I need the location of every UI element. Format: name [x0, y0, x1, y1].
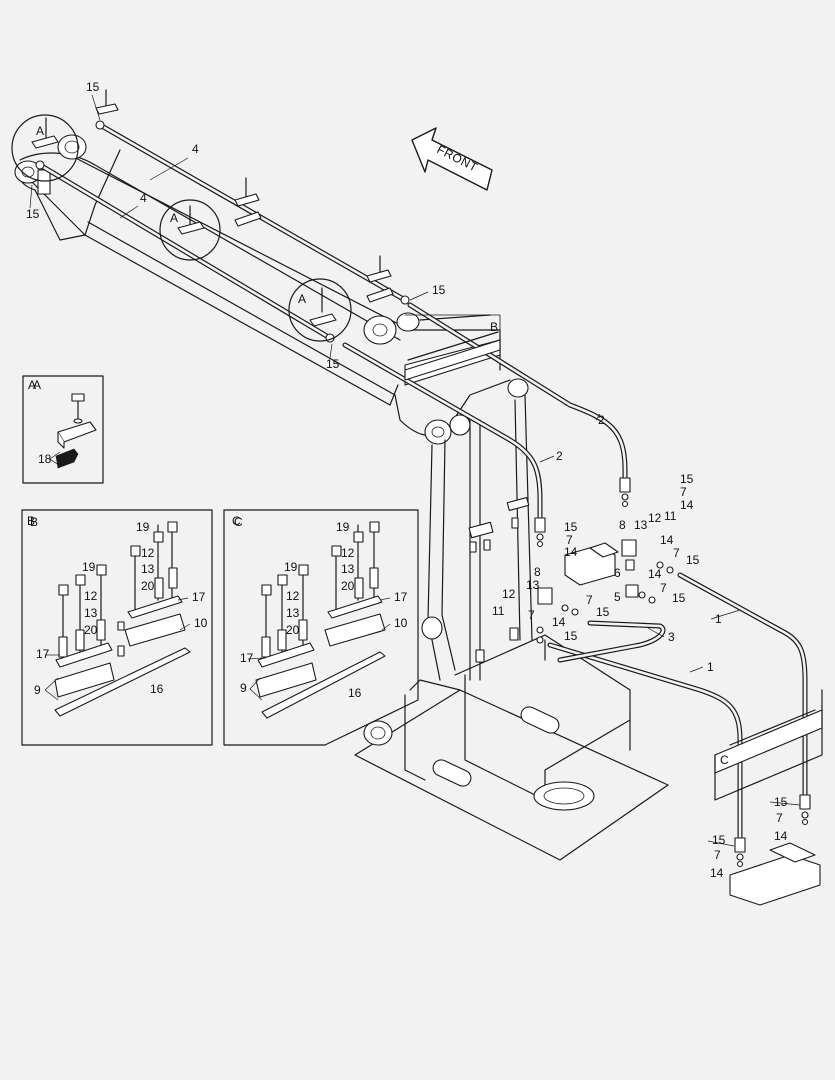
callout-label: 13 [84, 606, 98, 620]
callout-label: 12 [341, 546, 355, 560]
callout-label: 15 [86, 80, 100, 94]
callout-label: 11 [664, 509, 677, 523]
callout-label: 4 [140, 191, 147, 205]
callout-label: B [30, 515, 38, 529]
callout-label: 12 [648, 511, 662, 525]
hydraulic-lines [37, 122, 808, 841]
callout-label: 3 [668, 630, 675, 644]
callout-label: 19 [82, 560, 96, 574]
callout-label: 7 [528, 608, 535, 622]
callout-label: 14 [710, 866, 724, 880]
callout-label: 19 [284, 560, 298, 574]
clamp-plates [404, 314, 823, 801]
callout-label: A [298, 292, 306, 306]
callout-label: 7 [714, 848, 721, 862]
callout-label: 9 [34, 683, 41, 697]
callout-label: 13 [634, 518, 648, 532]
detail-box-a: A [22, 375, 104, 484]
callout-label: 20 [341, 579, 355, 593]
callout-label: C [234, 515, 243, 529]
detail-box-a-label: A [28, 378, 36, 392]
fittings [35, 120, 811, 868]
callout-label: 12 [502, 587, 516, 601]
callout-label: 15 [326, 357, 340, 371]
callout-label: 15 [672, 591, 686, 605]
callout-label: 14 [648, 567, 662, 581]
callout-label: 13 [526, 578, 540, 592]
callout-label: 6 [614, 566, 621, 580]
callout-label: 10 [194, 616, 208, 630]
callout-label: 15 [26, 207, 40, 221]
callout-label: 12 [286, 589, 300, 603]
callout-label: 9 [240, 681, 247, 695]
callout-label: 13 [286, 606, 300, 620]
callout-label: 14 [564, 545, 578, 559]
detail-circles [11, 89, 394, 342]
callout-label: 20 [84, 623, 98, 637]
callout-label: 1 [707, 660, 714, 674]
callout-label: 7 [673, 546, 680, 560]
leader-lines [29, 94, 801, 847]
callout-label: 17 [394, 590, 408, 604]
callout-label: 20 [286, 623, 300, 637]
callout-label: 10 [394, 616, 408, 630]
callout-label: 16 [150, 682, 164, 696]
callout-label: 14 [774, 829, 788, 843]
callout-label: A [33, 378, 41, 392]
callout-label: 17 [240, 651, 254, 665]
callout-label: 15 [596, 605, 610, 619]
callout-label: A [170, 211, 178, 225]
callout-label: 15 [680, 472, 694, 486]
valve-blocks [537, 539, 821, 906]
callout-label: 8 [534, 565, 541, 579]
callout-label: 7 [586, 593, 593, 607]
callout-label: 20 [141, 579, 155, 593]
callout-label: B [490, 320, 498, 334]
callout-label: 15 [774, 795, 788, 809]
callout-label: 16 [348, 686, 362, 700]
callout-label: 17 [192, 590, 206, 604]
callout-label: 14 [680, 498, 694, 512]
callout-label: 2 [556, 449, 563, 463]
callout-label: 14 [660, 533, 674, 547]
callout-label: 15 [686, 553, 700, 567]
callout-label: A [36, 124, 44, 138]
detail-box-b-label: B [27, 514, 35, 528]
callout-label: 7 [566, 533, 573, 547]
callout-label: 13 [141, 562, 155, 576]
callout-label: 15 [564, 520, 578, 534]
callout-label: 14 [552, 615, 566, 629]
callout-label: 12 [141, 546, 155, 560]
callout-label: 11 [492, 604, 505, 618]
callout-label: 7 [660, 581, 667, 595]
callout-label: 7 [680, 485, 687, 499]
callout-label: 18 [38, 452, 52, 466]
callout-label: 1 [715, 612, 722, 626]
callout-label: 7 [776, 811, 783, 825]
callout-label: 2 [598, 413, 605, 427]
boom-structure [14, 134, 669, 861]
front-direction-arrow: FRONT [411, 127, 493, 191]
callout-label: 19 [136, 520, 150, 534]
callout-label: 17 [36, 647, 50, 661]
detail-box-c-label: C [232, 514, 241, 528]
callout-label: 12 [84, 589, 98, 603]
detail-box-c: C [223, 509, 419, 746]
callout-label: 15 [564, 629, 578, 643]
callout-label: 15 [712, 833, 726, 847]
callout-label: 13 [341, 562, 355, 576]
callout-label: C [720, 753, 729, 767]
callout-label: 5 [614, 590, 621, 604]
callout-label: 4 [192, 142, 199, 156]
callout-label: 15 [432, 283, 446, 297]
detail-box-b: B [21, 509, 213, 746]
callout-label: 19 [336, 520, 350, 534]
callout-label: 8 [619, 518, 626, 532]
